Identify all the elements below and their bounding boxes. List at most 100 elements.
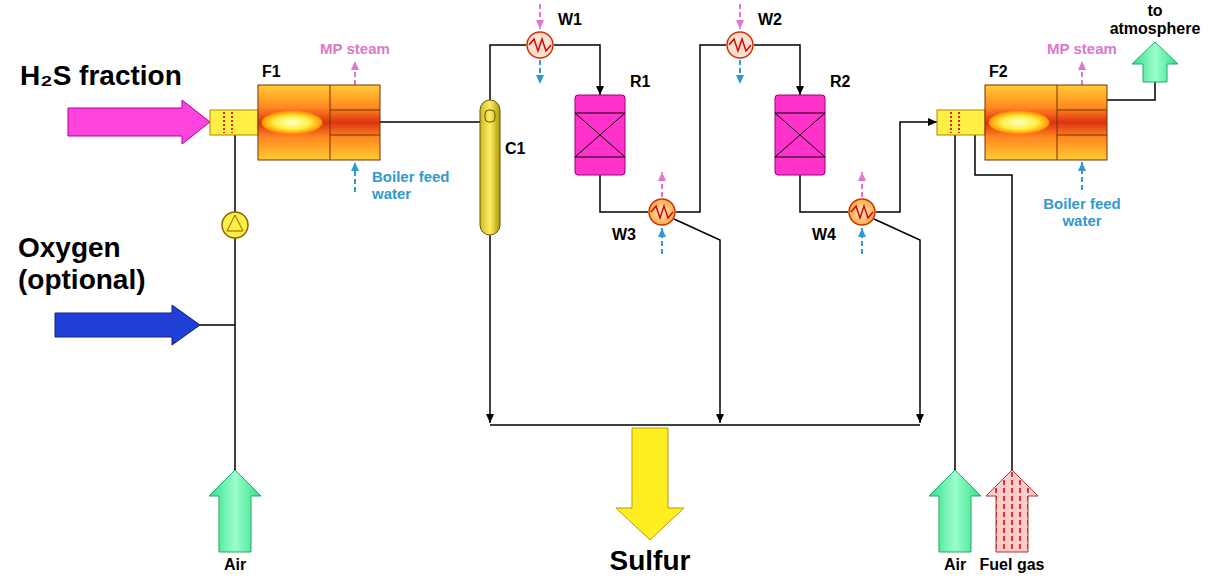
cooler-exchanger: W4 (848, 198, 876, 226)
feed-label-slot: Oxygen (optional) (18, 232, 193, 296)
steam-out (354, 61, 356, 85)
h2s-feed-arrow (68, 100, 210, 144)
catalyst-bed (775, 113, 825, 157)
air-line (954, 135, 956, 470)
flame (262, 112, 322, 134)
steam-label: MP steam (320, 40, 390, 57)
exchanger-shell (649, 199, 675, 225)
reactor-shell (575, 95, 625, 175)
bfw-in (861, 228, 863, 254)
furnace: F2 (937, 85, 1107, 160)
unit-tag: W1 (558, 11, 582, 28)
condenser-mark (485, 110, 495, 122)
bfw-in (1081, 162, 1083, 190)
air-line (234, 135, 236, 470)
water-label-slot: Boiler feed water (372, 168, 472, 203)
water-label: Boiler feed water (1043, 195, 1121, 229)
sulfur-drain (489, 235, 491, 423)
catalyst-bed (775, 157, 825, 158)
feed-label-slot: Fuel gas (972, 556, 1052, 574)
steam-out (661, 172, 663, 197)
process-pipe (600, 175, 648, 212)
heater-exchanger: W1 (526, 31, 554, 59)
boiler-tube (1057, 110, 1107, 111)
furnace: F1 (210, 85, 380, 160)
feed-label-slot: Air (925, 556, 985, 574)
water-label: Boiler feed water (372, 168, 450, 202)
unit-tag: W3 (612, 226, 636, 243)
exchanger-coil (729, 39, 751, 51)
air-feed-arrow (929, 470, 981, 552)
steam-label-slot: MP steam (305, 40, 405, 57)
boiler-tube (330, 135, 380, 136)
burner-mark (950, 112, 952, 133)
product-label-slot: Sulfur (570, 545, 730, 577)
catalytic-reactor: R2 (775, 95, 825, 175)
catalyst-bed (775, 113, 825, 157)
feed-label: Fuel gas (980, 556, 1045, 573)
unit-shape (480, 100, 500, 235)
air-feed-arrow (209, 470, 261, 552)
catalyst-bed (775, 113, 825, 114)
unit-tag: F1 (262, 63, 281, 80)
unit-tag: W4 (812, 226, 836, 243)
unit-tag-slot: W2 (758, 11, 782, 29)
exchanger-shell (727, 32, 753, 58)
exchanger-coil (851, 206, 873, 218)
outlet-label-slot: to atmosphere (1105, 2, 1205, 39)
steam-out (861, 172, 863, 197)
unit-shape (726, 31, 754, 59)
furnace-body (258, 85, 380, 160)
steam-label: MP steam (1047, 40, 1117, 57)
boiler-divider (330, 85, 331, 160)
unit-tag: F2 (989, 63, 1008, 80)
unit-tag-slot: R1 (630, 73, 650, 91)
product-label: Sulfur (610, 545, 691, 576)
heater-exchanger: W2 (726, 31, 754, 59)
unit-tag: R1 (630, 73, 650, 90)
unit-tag-slot: C1 (505, 140, 525, 158)
burner-mark (223, 112, 225, 133)
outlet-label: to atmosphere (1110, 2, 1201, 37)
stack-arrow (1132, 42, 1178, 82)
steam-label-slot: MP steam (1032, 40, 1132, 57)
sulfur-drain (674, 219, 720, 423)
furnace-body (985, 85, 1107, 160)
catalytic-reactor: R1 (575, 95, 625, 175)
burner-mark (231, 112, 233, 133)
process-pipe (800, 175, 848, 212)
process-pipe (490, 45, 526, 100)
cooler-exchanger: W3 (648, 198, 676, 226)
boiler-tube (330, 110, 380, 111)
process-pipe (876, 122, 937, 212)
steam-in (739, 4, 741, 29)
unit-shape (575, 95, 625, 175)
unit-tag-slot: W4 (812, 226, 836, 244)
feed-label-slot: Air (195, 556, 275, 574)
sulfur-header (490, 424, 920, 426)
burner (937, 110, 985, 135)
bfw-in (354, 162, 356, 192)
feed-label: Air (944, 556, 966, 573)
exchanger-shell (849, 199, 875, 225)
bfw-in (661, 228, 663, 254)
unit-shape (775, 95, 825, 175)
steam-out (1081, 61, 1083, 85)
unit-tag-slot: W3 (612, 226, 636, 244)
stack-line (1107, 82, 1155, 100)
oxygen-feed-arrow (55, 305, 200, 345)
catalyst-bed (575, 113, 625, 157)
burner (210, 110, 258, 135)
boiler-divider (1057, 85, 1058, 160)
sulfur-condenser: C1 (480, 100, 500, 235)
unit-tag: W2 (758, 11, 782, 28)
unit-tag: R2 (830, 73, 850, 90)
process-pipe (676, 45, 726, 212)
unit-shape (526, 31, 554, 59)
catalyst-bed (575, 113, 625, 114)
unit-tag-slot: W1 (558, 11, 582, 29)
feed-label: Air (224, 556, 246, 573)
oxygen-line (200, 324, 235, 326)
flame (989, 112, 1049, 134)
